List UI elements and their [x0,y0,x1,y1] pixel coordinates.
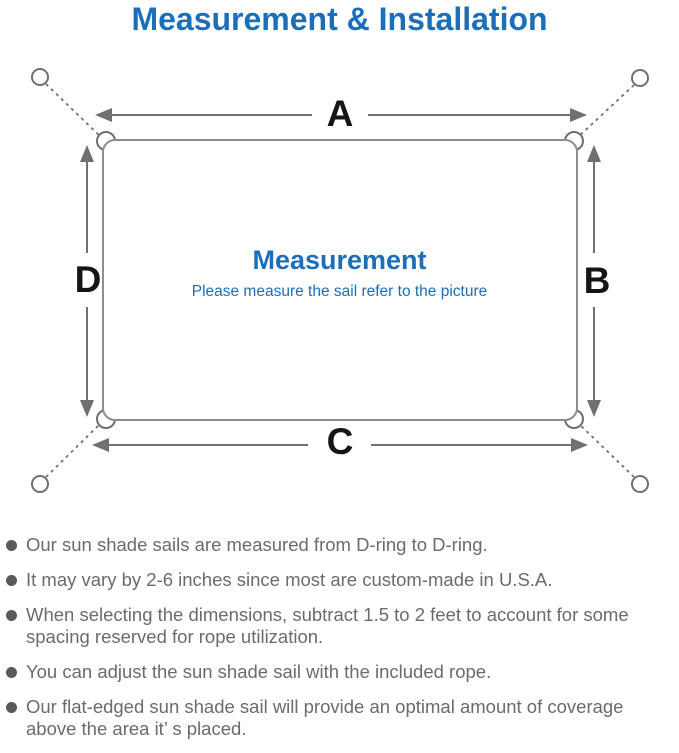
list-item: You can adjust the sun shade sail with t… [3,661,671,683]
bullet-text: You can adjust the sun shade sail with t… [26,661,492,682]
dimension-label-b: B [583,260,611,301]
corner-rope-lines [45,83,635,478]
diagram-center-title: Measurement [252,245,427,275]
dimension-label-c: C [326,421,354,462]
diagram-center-subtitle: Please measure the sail refer to the pic… [191,283,488,300]
bullet-dot-icon [6,610,17,621]
bullet-dot-icon [6,702,17,713]
sail-diagram-graphic [31,68,649,493]
bullet-dot-icon [6,575,17,586]
sail-outline [102,139,578,421]
page-title: Measurement & Installation [131,1,548,37]
list-item: When selecting the dimensions, subtract … [3,604,671,648]
bullet-dot-icon [6,667,17,678]
bullet-text: Our sun shade sails are measured from D-… [26,534,488,555]
bullet-text: When selecting the dimensions, subtract … [26,604,629,647]
list-item: Our flat-edged sun shade sail will provi… [3,696,671,740]
notes-list: Our sun shade sails are measured from D-… [3,534,671,753]
anchor-point-icons [31,68,649,493]
dimension-label-a: A [326,93,354,134]
measurement-diagram: A B C D Measurement Please measure the s… [0,68,679,493]
dimension-label-d: D [74,259,102,300]
bullet-dot-icon [6,540,17,551]
list-item: Our sun shade sails are measured from D-… [3,534,671,556]
diagram-center-text: Measurement Please measure the sail refe… [0,245,679,301]
bullet-text: It may vary by 2-6 inches since most are… [26,569,553,590]
list-item: It may vary by 2-6 inches since most are… [3,569,671,591]
bullet-text: Our flat-edged sun shade sail will provi… [26,696,624,739]
